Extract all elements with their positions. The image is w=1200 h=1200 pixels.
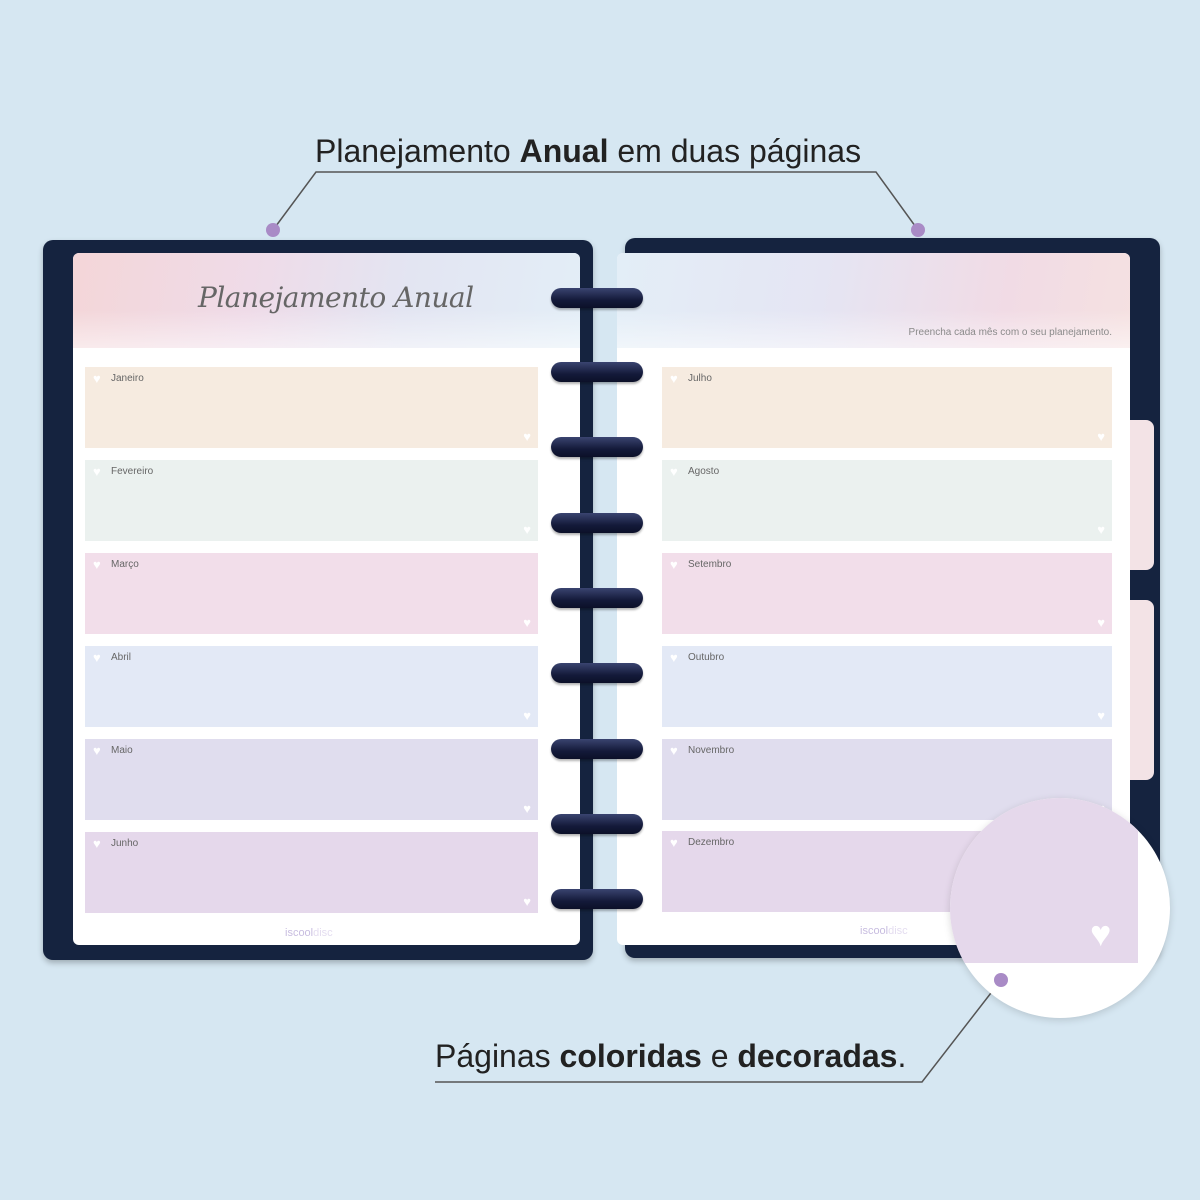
heart-icon: ♥ bbox=[93, 650, 101, 665]
heart-icon: ♥ bbox=[1097, 708, 1105, 723]
brand-logo: iscooldisc bbox=[860, 925, 908, 937]
month-label: Setembro bbox=[688, 559, 732, 570]
heart-icon: ♥ bbox=[1097, 429, 1105, 444]
heart-icon: ♥ bbox=[523, 801, 531, 816]
divider-tab bbox=[1128, 420, 1154, 570]
month-box[interactable]: ♥ Julho ♥ bbox=[662, 367, 1112, 448]
binder-ring bbox=[551, 663, 643, 683]
heart-icon: ♥ bbox=[523, 894, 531, 909]
month-label: Abril bbox=[111, 652, 132, 663]
magnified-month-box bbox=[950, 798, 1138, 963]
heart-icon: ♥ bbox=[1097, 522, 1105, 537]
month-label: Junho bbox=[111, 838, 139, 849]
heart-icon: ♥ bbox=[670, 464, 678, 479]
heart-icon: ♥ bbox=[1090, 913, 1112, 954]
instruction-text: Preencha cada mês com o seu planejamento… bbox=[908, 327, 1112, 338]
heart-icon: ♥ bbox=[93, 743, 101, 758]
heart-icon: ♥ bbox=[523, 522, 531, 537]
month-label: Novembro bbox=[688, 745, 735, 756]
heart-icon: ♥ bbox=[93, 836, 101, 851]
heart-icon: ♥ bbox=[93, 371, 101, 386]
divider-tab bbox=[1128, 600, 1154, 780]
right-page: Preencha cada mês com o seu planejamento… bbox=[617, 253, 1130, 945]
month-label: Julho bbox=[688, 373, 712, 384]
left-page: Planejamento Anual ♥Janeiro♥ ♥Fevereiro♥… bbox=[73, 253, 580, 945]
callout-top: Planejamento Anual em duas páginas bbox=[315, 133, 862, 169]
month-box[interactable]: ♥ Setembro ♥ bbox=[662, 553, 1112, 634]
binder-ring bbox=[551, 588, 643, 608]
heart-icon: ♥ bbox=[670, 557, 678, 572]
magnifier-detail: ♥ bbox=[950, 798, 1170, 1018]
page-header: Planejamento Anual bbox=[73, 253, 580, 348]
month-label: Maio bbox=[111, 745, 133, 756]
heart-icon: ♥ bbox=[670, 743, 678, 758]
binder-ring bbox=[551, 814, 643, 834]
month-box[interactable]: ♥ Abril ♥ bbox=[85, 646, 538, 727]
month-box[interactable]: ♥ Maio ♥ bbox=[85, 739, 538, 820]
month-box[interactable]: ♥ Agosto ♥ bbox=[662, 460, 1112, 541]
heart-icon: ♥ bbox=[93, 557, 101, 572]
binder-ring bbox=[551, 362, 643, 382]
month-box[interactable]: ♥ Outubro ♥ bbox=[662, 646, 1112, 727]
heart-icon: ♥ bbox=[523, 615, 531, 630]
month-label: Outubro bbox=[688, 652, 725, 663]
month-label: Fevereiro bbox=[111, 466, 154, 477]
heart-icon: ♥ bbox=[670, 371, 678, 386]
heart-icon: ♥ bbox=[93, 464, 101, 479]
binder-ring bbox=[551, 288, 643, 308]
month-box[interactable]: ♥ Março ♥ bbox=[85, 553, 538, 634]
brand-logo: iscooldisc bbox=[285, 927, 333, 939]
heart-icon: ♥ bbox=[523, 708, 531, 723]
month-box[interactable]: ♥ Fevereiro ♥ bbox=[85, 460, 538, 541]
binder-ring bbox=[551, 889, 643, 909]
month-label: Março bbox=[111, 559, 139, 570]
month-label: Dezembro bbox=[688, 837, 735, 848]
heart-icon: ♥ bbox=[670, 650, 678, 665]
month-label: Agosto bbox=[688, 466, 720, 477]
page-title: Planejamento Anual bbox=[198, 281, 474, 314]
page-header: Preencha cada mês com o seu planejamento… bbox=[617, 253, 1130, 348]
month-box[interactable]: ♥ Janeiro ♥ bbox=[85, 367, 538, 448]
callout-bottom: Páginas coloridas e decoradas. bbox=[435, 1038, 907, 1074]
heart-icon: ♥ bbox=[523, 429, 531, 444]
binder-ring bbox=[551, 437, 643, 457]
heart-icon: ♥ bbox=[670, 835, 678, 850]
month-box[interactable]: ♥ Junho ♥ bbox=[85, 832, 538, 913]
binder-ring bbox=[551, 739, 643, 759]
binder-ring bbox=[551, 513, 643, 533]
heart-icon: ♥ bbox=[1097, 615, 1105, 630]
month-label: Janeiro bbox=[111, 373, 144, 384]
